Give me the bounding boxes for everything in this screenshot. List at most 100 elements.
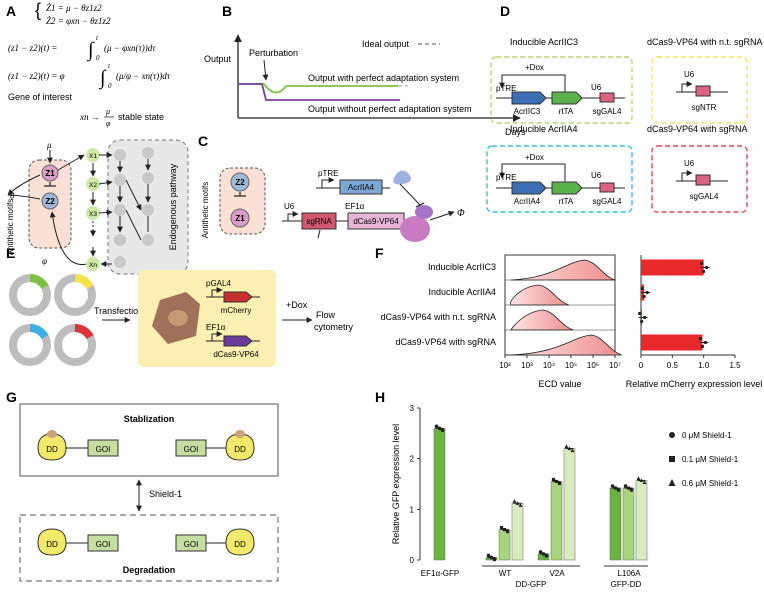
panel-label-e: E [6, 245, 15, 261]
node-xn: Xn [89, 262, 97, 269]
d4-sggal4: sgGAL4 [690, 192, 719, 201]
h-legend-2: 0.6 μM Shield-1 [682, 479, 739, 488]
theta-symbol: θ [10, 191, 15, 201]
f-histogram-3 [510, 309, 574, 331]
h-cat-3: L106A [617, 569, 641, 578]
equation-3-rhs: (μ − φxn(τ))dτ [104, 43, 156, 53]
g-goi-deg-left [87, 534, 119, 552]
e-dox: +Dox [286, 300, 308, 310]
integral-lower-1: 0 [96, 54, 100, 62]
d3-ptre: pTRE [496, 173, 516, 182]
h-bar-1-2 [511, 503, 524, 561]
d-title-2: dCas9-VP64 with n.t. sgRNA [647, 37, 763, 47]
antithetic-motif-box-a: Z1 Z2 Antithetic motifs [6, 159, 72, 255]
g-goi-stab-right-label: GOI [184, 445, 199, 454]
g-goi-deg-right-label: GOI [184, 540, 199, 549]
g-goi-stab-left [87, 439, 119, 457]
d1-ptre: pTRE [496, 84, 516, 93]
f-row-label-2: Inducible AcrIIA4 [428, 287, 496, 297]
stable-frac-num: μ [105, 107, 110, 116]
g-goi-deg-left-label: GOI [96, 540, 111, 549]
d2-u6: U6 [684, 70, 695, 79]
f-hist-xlabel: ECD value [538, 379, 581, 389]
h-ytick-1: 1 [410, 505, 415, 514]
panel-e: E Transfection pGAL4 mCherry EF1α dCas9-… [6, 245, 354, 367]
integral-sign-2: ∫ [98, 67, 107, 90]
c-ptre-label: pTRE [318, 169, 338, 178]
panel-label-f: F [375, 245, 384, 261]
panel-label-a: A [6, 3, 16, 19]
x-node-chain: X1 X2 X3 Xn [86, 148, 100, 271]
f-bar-tick-2: 1.0 [698, 361, 710, 370]
equation-4-rhs: (μ/φ − xn(τ))dτ [116, 71, 171, 81]
b-perturbation-label: Perturbation [249, 48, 298, 58]
h-group-gfp-dd: GFP-DD [611, 580, 642, 589]
f-hist-tick-5: 10⁷ [609, 361, 621, 370]
c-node-z1: Z1 [235, 214, 245, 223]
h-bar-3-2 [635, 480, 648, 561]
h-bar-2-2 [563, 448, 576, 561]
d2-sgntr: sgNTR [692, 103, 717, 112]
mu-symbol: μ [46, 140, 52, 150]
b-with-label: Output with perfect adaptation system [308, 73, 459, 83]
g-dd-deg-right [225, 528, 255, 556]
g-stab-label: Stablization [124, 414, 175, 424]
g-goi-stab-left-label: GOI [96, 445, 111, 454]
e-dcas9: dCas9-VP64 [213, 350, 259, 359]
panel-g: G Stablization Degradation Shield-1 DD GO… [6, 389, 279, 582]
antithetic-motifs-label-a: Antithetic motifs [6, 199, 15, 255]
f-bar-4 [641, 334, 703, 351]
f-hist-tick-4: 10⁶ [587, 361, 599, 370]
h-bar-1-1 [498, 529, 511, 561]
f-hist-tick-0: 10² [499, 361, 511, 370]
equation-brace: { [35, 0, 41, 20]
g-degr-label: Degradation [123, 565, 176, 575]
d3-acriia4: AcrIIA4 [514, 197, 541, 206]
panel-label-g: G [6, 389, 17, 405]
f-row-label-3: dCas9-VP64 with n.t. sgRNA [380, 312, 496, 322]
b-line-with-adaptation [238, 83, 398, 94]
panel-label-h: H [375, 389, 385, 405]
c-u6-label: U6 [284, 202, 295, 211]
equation-2: Ż2 = φxn − θz1z2 [46, 16, 111, 26]
d1-dox: +Dox [525, 63, 544, 72]
d1-sggal4: sgGAL4 [593, 107, 622, 116]
b-without-label: Output without perfect adaptation system [308, 104, 472, 114]
h-ytick-2: 2 [410, 455, 415, 464]
g-dd-deg-right-label: DD [234, 540, 246, 549]
f-row-label-1: Inducible AcrIIC3 [428, 262, 496, 272]
gene-of-interest-label: Gene of interest [8, 92, 73, 102]
panel-a: A { Ż1 = μ − θz1z2 Ż2 = φxn − θz1z2 (z1 … [6, 0, 189, 275]
h-legend-0: 0 μM Shield-1 [682, 431, 732, 440]
c-acriia4: AcrIIA4 [348, 183, 375, 192]
d3-rtta: rtTA [559, 197, 574, 206]
b-ylabel: Output [204, 54, 232, 64]
h-cat-1: WT [499, 569, 512, 578]
integral-upper-1: t [96, 34, 99, 42]
e-pgal4: pGAL4 [206, 279, 231, 288]
c-ef1a-label: EF1α [345, 202, 365, 211]
g-shield-label: Shield-1 [149, 489, 182, 499]
panel-label-d: D [500, 3, 510, 19]
f-hist-tick-2: 10⁴ [543, 361, 556, 370]
f-bar-xlabel: Relative mCherry expression level [626, 379, 763, 389]
h-ytick-0: 0 [410, 556, 415, 565]
d-title-1: Inducible AcrIIC3 [510, 37, 578, 47]
e-ef1a: EF1α [206, 323, 226, 332]
g-dd-stab-left-label: DD [46, 445, 58, 454]
panel-f: F Inducible AcrIIC3 Inducible AcrIIA4 dC… [375, 245, 762, 389]
node-x3: X3 [89, 211, 97, 218]
f-row-label-4: dCas9-VP64 with sgRNA [395, 337, 496, 347]
e-transfection: Transfection [94, 306, 143, 316]
panel-h: H Relative GFP expression level 0123EF1α… [375, 389, 739, 589]
c-sgrna: sgRNA [306, 217, 332, 226]
c-node-z2: Z2 [235, 178, 245, 187]
h-cat-2: V2A [549, 569, 565, 578]
g-dd-deg-left-label: DD [46, 540, 58, 549]
node-z2-a: Z2 [45, 197, 55, 206]
